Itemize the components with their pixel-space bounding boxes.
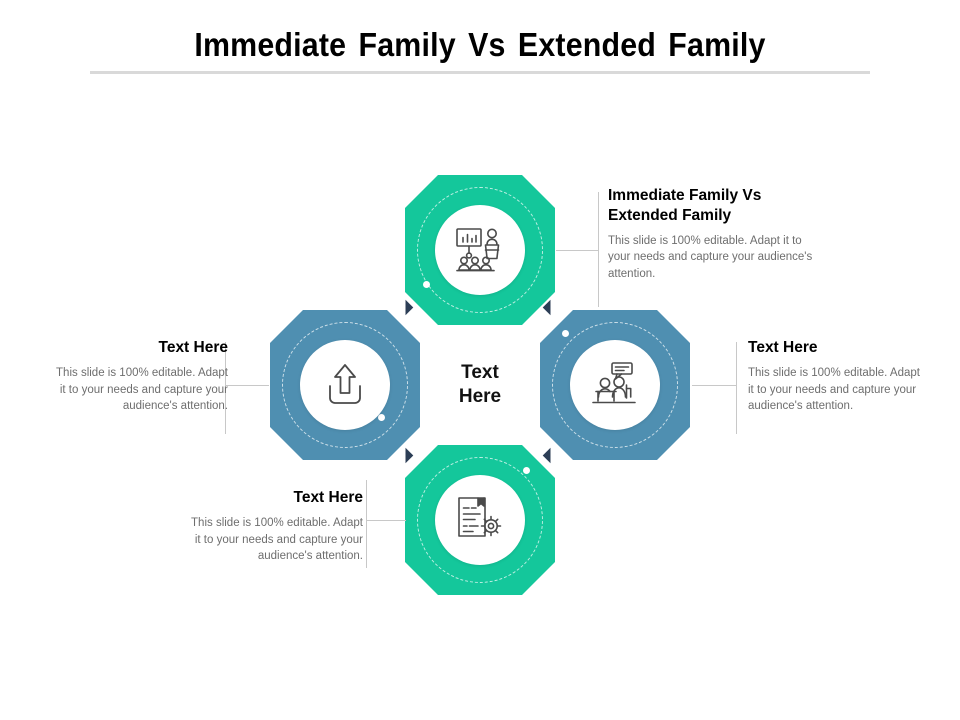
- arrowhead-bottom-right: [542, 447, 559, 464]
- center-text-box[interactable]: Text Here: [420, 325, 540, 445]
- callout-left: Text Here This slide is 100% editable. A…: [48, 338, 228, 415]
- callout-left-body: This slide is 100% editable. Adapt it to…: [56, 366, 228, 413]
- upload-icon: [323, 362, 367, 408]
- connector-bottom-left-stem: [366, 480, 367, 568]
- presentation-training-icon: [454, 226, 506, 274]
- arrowhead-bottom-left: [397, 447, 414, 464]
- decor-dashed-ring: [552, 322, 678, 448]
- callout-bottom-left: Text Here This slide is 100% editable. A…: [188, 488, 363, 565]
- callout-top-right-heading: Immediate Family Vs Extended Family: [608, 187, 762, 224]
- connector-top-right-stem: [598, 192, 599, 307]
- decor-ring-dot: [378, 414, 385, 421]
- callout-bottom-left-heading: Text Here: [293, 489, 364, 506]
- decor-dashed-ring: [282, 322, 408, 448]
- arrowhead-top-right: [542, 299, 559, 316]
- page-title-text: Immediate Family Vs Extended Family: [194, 26, 766, 63]
- connector-left: [225, 385, 269, 386]
- center-text-label: Text Here: [458, 362, 502, 407]
- callout-right-heading: Text Here: [748, 339, 818, 356]
- decor-ring-dot: [562, 330, 569, 337]
- document-settings-icon: [454, 495, 506, 545]
- decor-ring-dot: [523, 467, 530, 474]
- callout-right: Text Here This slide is 100% editable. A…: [748, 338, 928, 415]
- arrowhead-top-left: [397, 299, 414, 316]
- decor-ring-dot: [423, 281, 430, 288]
- decor-dashed-ring: [417, 187, 543, 313]
- connector-bottom-left: [366, 520, 406, 521]
- node-left-icon-circle[interactable]: [300, 340, 390, 430]
- connector-left-stem: [225, 342, 226, 434]
- meeting-consultation-icon: [588, 361, 642, 409]
- connector-right-stem: [736, 342, 737, 434]
- callout-top-right-body: This slide is 100% editable. Adapt it to…: [608, 234, 813, 280]
- node-top-icon-circle[interactable]: [435, 205, 525, 295]
- callout-left-heading: Text Here: [158, 339, 229, 356]
- page-title: Immediate Family Vs Extended Family: [0, 26, 960, 64]
- connector-top-right: [556, 250, 598, 251]
- diagram-stage: Text Here Immediate Family Vs Extended F…: [0, 80, 960, 640]
- connector-right: [692, 385, 736, 386]
- decor-dashed-ring: [417, 457, 543, 583]
- node-right-icon-circle[interactable]: [570, 340, 660, 430]
- callout-bottom-left-body: This slide is 100% editable. Adapt it to…: [191, 516, 363, 563]
- callout-right-body: This slide is 100% editable. Adapt it to…: [748, 366, 920, 413]
- node-bottom-icon-circle[interactable]: [435, 475, 525, 565]
- title-divider: [90, 71, 870, 74]
- callout-top-right: Immediate Family Vs Extended Family This…: [608, 186, 813, 283]
